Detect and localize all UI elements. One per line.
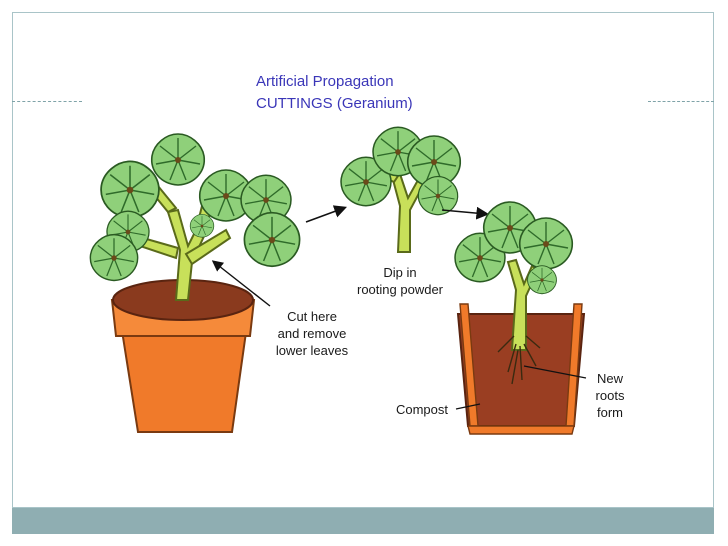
label-cut-line-1: Cut here	[287, 309, 337, 324]
leaf-8	[189, 213, 215, 238]
label-dip-line-2: rooting powder	[357, 282, 443, 297]
leaf-1	[100, 160, 160, 219]
label-roots-line-3: form	[597, 405, 623, 420]
label-dip-line-1: Dip in	[383, 265, 417, 280]
cutting-leaf-4	[417, 175, 459, 216]
new-roots	[497, 335, 541, 385]
label-roots-line-2: roots	[595, 388, 625, 403]
leaf-2	[150, 133, 206, 186]
divider-right	[648, 101, 714, 102]
label-new-roots: New roots form	[584, 370, 636, 421]
footer-bar	[12, 508, 714, 534]
rooted-leaf-4	[527, 265, 557, 295]
cutting	[340, 126, 462, 253]
title-line-2: CUTTINGS (Geranium)	[256, 95, 413, 112]
title-line-1: Artificial Propagation	[256, 73, 394, 90]
roots-pointer	[523, 365, 587, 379]
label-cut-line-3: lower leaves	[275, 343, 349, 358]
label-roots-line-1: New	[596, 371, 623, 386]
arrow-step-2	[441, 206, 490, 220]
compost-pointer	[455, 403, 481, 410]
leaf-6	[89, 233, 139, 282]
label-cut-here: Cut here and remove lower leaves	[262, 308, 362, 359]
label-dip-rooting-powder: Dip in rooting powder	[340, 264, 460, 298]
arrow-step-1	[305, 205, 348, 223]
label-compost: Compost	[395, 402, 449, 417]
rooted-leaf-3	[518, 217, 574, 270]
label-cut-line-2: and remove	[277, 326, 347, 341]
diagram-title: Artificial Propagation CUTTINGS (Geraniu…	[256, 71, 476, 115]
cut-pointer	[211, 260, 271, 307]
leaf-7	[243, 211, 301, 268]
pot-base	[467, 425, 575, 435]
rooted-cutting-pot	[454, 201, 586, 435]
divider-left	[12, 101, 82, 102]
plant-in-pot	[89, 133, 301, 433]
